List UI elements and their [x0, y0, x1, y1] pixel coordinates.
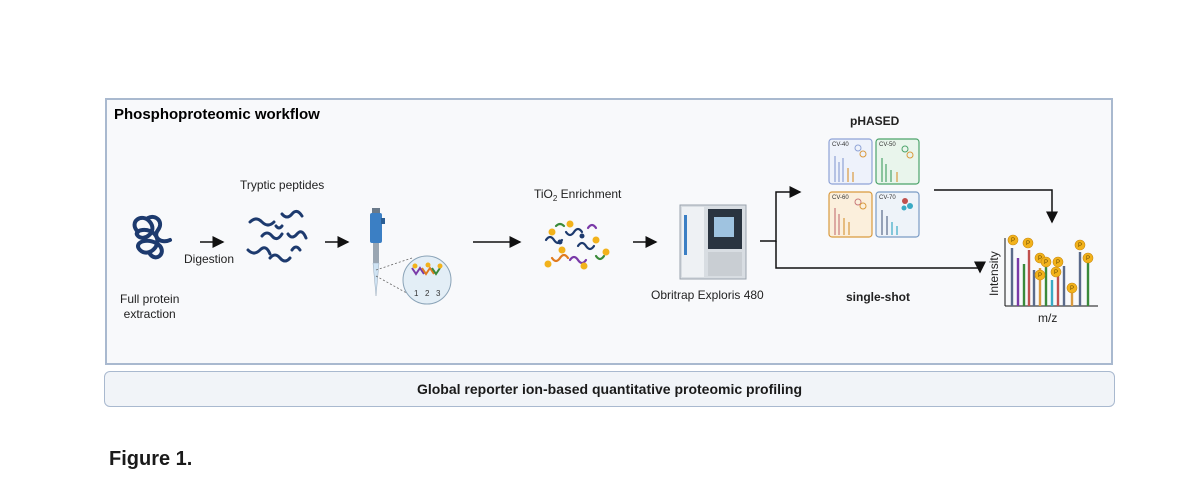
workflow-panel [105, 98, 1113, 365]
phospho-mark: P [1054, 270, 1058, 276]
bottom-banner: Global reporter ion-based quantitative p… [104, 371, 1115, 407]
tryptic-peptides-icon [246, 209, 308, 263]
phospho-mark: P [1026, 241, 1030, 247]
step-label-instrument: Obritrap Exploris 480 [651, 288, 764, 302]
fraction-label: 1 [414, 289, 419, 298]
phospho-mark: P [1011, 238, 1015, 244]
branch-arrows [760, 186, 1058, 274]
step-label-digestion: Digestion [184, 252, 235, 266]
phospho-mark: P [1086, 256, 1090, 262]
phospho-mark: P [1038, 256, 1042, 262]
tile-label-cv50: CV-50 [879, 142, 896, 148]
phospho-mark: P [1056, 260, 1060, 266]
phased-tiles [828, 138, 920, 238]
single-shot-label: single-shot [846, 290, 911, 304]
phospho-mark: P [1070, 286, 1074, 292]
enriched-peptides-icon [544, 220, 610, 270]
spectrum-plot: P P P P P P P P P P [1004, 234, 1098, 307]
tile-label-cv70: CV-70 [879, 195, 896, 201]
figure-label: Figure 1. [109, 448, 193, 470]
phospho-mark: P [1078, 243, 1082, 249]
protein-icon [132, 215, 172, 260]
fraction-label: 3 [436, 289, 441, 298]
phased-title: pHASED [850, 114, 900, 128]
panel-title: Phosphoproteomic workflow [114, 106, 320, 123]
tile-label-cv60: CV-60 [832, 195, 849, 201]
phospho-mark: P [1044, 260, 1048, 266]
tio2-label: TiO2 Enrichment [534, 187, 622, 203]
spectrum-ylabel: Intensity [987, 251, 1001, 296]
spectrum-xlabel: m/z [1038, 311, 1057, 325]
pipette-icon [370, 208, 413, 297]
mass-spectrometer-icon [679, 204, 747, 280]
fraction-label: 2 [425, 289, 430, 298]
step-label-extraction: Full protein extraction [120, 292, 180, 321]
fractions-circle [402, 255, 452, 305]
step-label-tryptic: Tryptic peptides [240, 178, 325, 192]
phospho-mark: P [1038, 273, 1042, 279]
tile-label-cv40: CV-40 [832, 142, 849, 148]
